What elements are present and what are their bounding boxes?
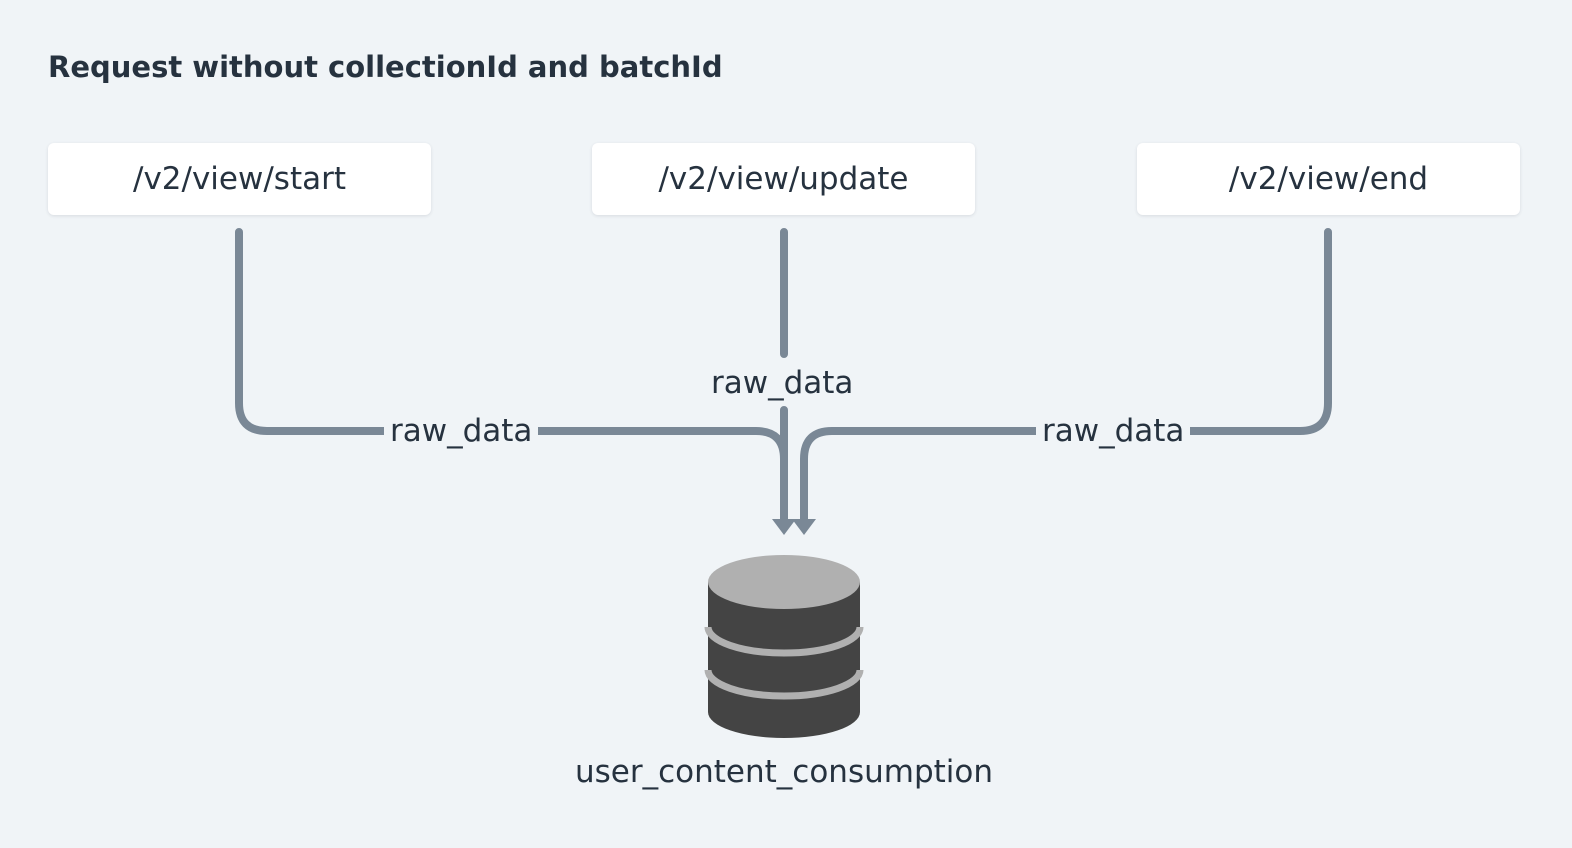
connector-start (235, 228, 788, 532)
diagram-title: Request without collectionId and batchId (48, 50, 723, 84)
endpoint-start-box: /v2/view/start (48, 143, 431, 215)
database-label: user_content_consumption (574, 754, 993, 790)
arrowhead-right (792, 519, 816, 535)
endpoint-end-label: /v2/view/end (1228, 161, 1429, 197)
edge-label-start: raw_data (384, 411, 539, 451)
edge-label-update: raw_data (705, 363, 860, 403)
endpoint-update-label: /v2/view/update (658, 161, 909, 197)
connector-end (800, 228, 1332, 532)
endpoint-end-box: /v2/view/end (1137, 143, 1520, 215)
database-icon (704, 555, 864, 738)
edge-label-end: raw_data (1036, 411, 1191, 451)
endpoint-start-label: /v2/view/start (133, 161, 346, 197)
endpoint-update-box: /v2/view/update (592, 143, 975, 215)
arrowhead-left (772, 519, 796, 535)
